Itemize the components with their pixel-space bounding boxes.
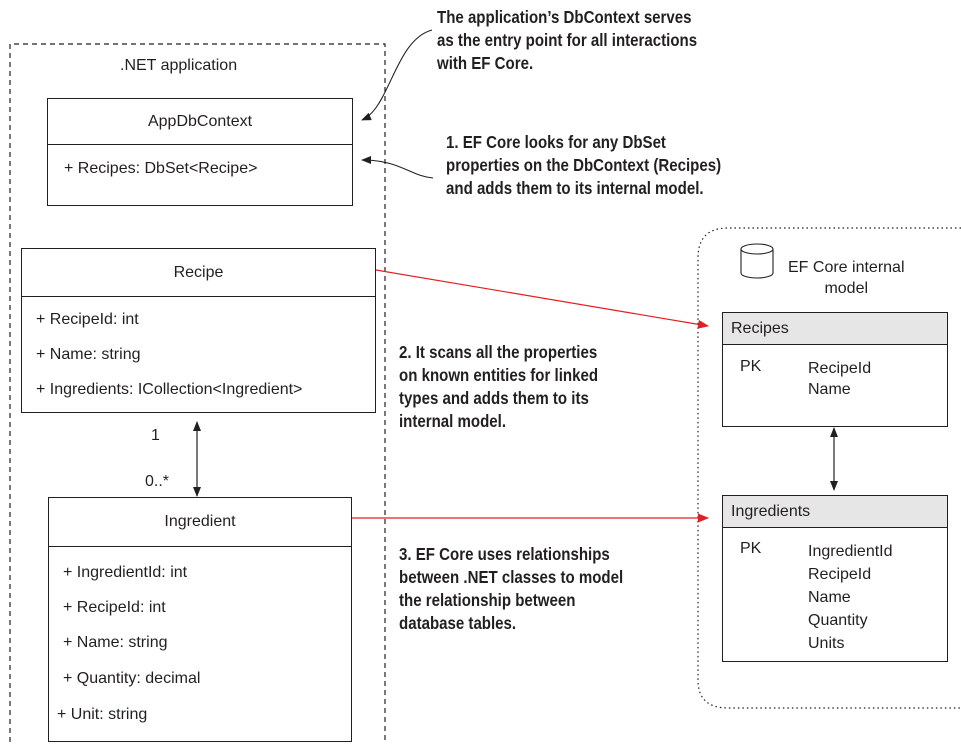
app-region-label: .NET application xyxy=(120,57,238,74)
ingredients-table[interactable]: Ingredients PK IngredientId RecipeId Nam… xyxy=(722,495,948,662)
class-property: + Name: string xyxy=(63,634,168,651)
pk-label: PK xyxy=(740,540,762,557)
table-columns: IngredientId RecipeId Name Quantity Unit… xyxy=(808,540,893,655)
note-step-1: 1. EF Core looks for any DbSet propertie… xyxy=(446,131,721,200)
step1-pointer xyxy=(361,156,434,179)
multiplicity-one: 1 xyxy=(151,427,160,444)
table-column: Quantity xyxy=(808,612,868,629)
class-property: + RecipeId: int xyxy=(36,311,139,328)
dbcontext-pointer xyxy=(361,29,433,121)
class-property: + IngredientId: int xyxy=(63,564,188,581)
ingredient-class[interactable]: Ingredient + IngredientId: int + RecipeI… xyxy=(48,497,352,742)
class-property: + Recipes: DbSet<Recipe> xyxy=(64,160,258,177)
note-step-2: 2. It scans all the properties on known … xyxy=(399,341,598,433)
note-line: the relationship between xyxy=(399,590,576,610)
recipe-to-table-arrow xyxy=(375,269,709,329)
table-title: Recipes xyxy=(723,313,947,345)
note-line: with EF Core. xyxy=(437,53,534,73)
note-step-3: 3. EF Core uses relationships between .N… xyxy=(399,543,623,635)
recipe-class[interactable]: Recipe + RecipeId: int + Name: string + … xyxy=(21,248,376,413)
internal-model-border xyxy=(697,227,961,709)
table-column: Name xyxy=(808,589,851,606)
note-dbcontext: The application’s DbContext serves as th… xyxy=(437,6,697,75)
table-column: RecipeId xyxy=(808,360,872,377)
table-column: Units xyxy=(808,635,845,652)
note-line: internal model. xyxy=(399,411,507,431)
table-title: Ingredients xyxy=(723,496,947,528)
table-column: Name xyxy=(808,381,851,398)
note-line: database tables. xyxy=(399,613,517,633)
class-title: Ingredient xyxy=(49,498,351,547)
class-property: + Ingredients: ICollection<Ingredient> xyxy=(36,381,303,398)
class-title: Recipe xyxy=(22,249,375,297)
note-line: and adds them to its internal model. xyxy=(446,178,704,198)
note-line: types and adds them to its xyxy=(399,388,589,408)
internal-model-label: EF Core internal model xyxy=(788,257,905,299)
note-line: 1. EF Core looks for any DbSet xyxy=(446,132,666,152)
note-line: The application’s DbContext serves xyxy=(437,7,692,27)
note-line: as the entry point for all interactions xyxy=(437,30,698,50)
table-columns: RecipeId Name xyxy=(808,358,871,400)
table-column: IngredientId xyxy=(808,543,893,560)
note-line: between .NET classes to model xyxy=(399,567,624,587)
app-region-border xyxy=(9,43,386,742)
note-line: 2. It scans all the properties xyxy=(399,342,598,362)
recipes-table[interactable]: Recipes PK RecipeId Name xyxy=(722,312,948,427)
class-property: + RecipeId: int xyxy=(63,599,166,616)
class-property: + Unit: string xyxy=(57,706,148,723)
label-line: model xyxy=(824,280,869,297)
table-column: RecipeId xyxy=(808,566,872,583)
note-line: properties on the DbContext (Recipes) xyxy=(446,155,722,175)
note-line: on known entities for linked xyxy=(399,365,599,385)
multiplicity-many: 0..* xyxy=(145,473,170,490)
pk-label: PK xyxy=(740,358,762,375)
class-property: + Quantity: decimal xyxy=(63,670,201,687)
class-property: + Name: string xyxy=(36,346,141,363)
appdbcontext-class[interactable]: AppDbContext + Recipes: DbSet<Recipe> xyxy=(47,98,353,206)
class-title: AppDbContext xyxy=(48,99,352,145)
note-line: 3. EF Core uses relationships xyxy=(399,544,610,564)
label-line: EF Core internal xyxy=(788,259,905,276)
